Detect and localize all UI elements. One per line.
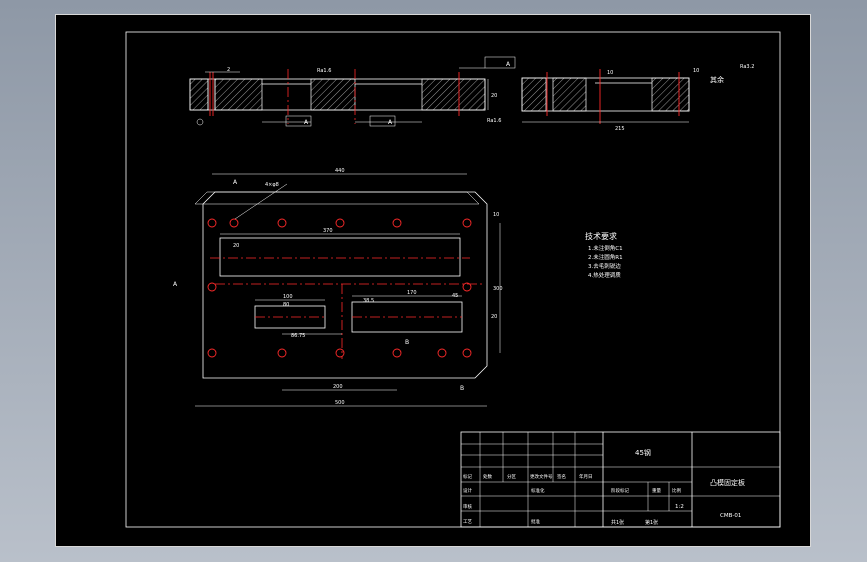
standard-label: 标准化 [531,487,545,494]
tolerance-frame-mid [369,115,396,127]
section-dim-top-left: 2 [227,67,230,73]
section-view: 2 A A A 20 Ra1.6 Ra1.6 [189,56,516,127]
technical-requirements: 技术要求 1.未注倒角C1 2.未注圆角R1 3.去毛刺锐边 4.热处理调质 [585,231,623,279]
tolerance-mid-label: A [388,119,393,126]
top-dim-left-pocket-w: 100 [283,294,293,300]
top-dim-hole-callout: 4×φ8 [265,182,279,188]
title-row-label-5: 签名 [557,473,566,480]
material-text: 45钢 [635,448,651,457]
drawing-frame [125,31,781,528]
title-row-label-4: 更改文件号 [530,473,553,480]
top-dim-right-side: 20 [491,314,497,320]
side-dim-top: 10 [607,70,613,76]
section-dim-thickness: 20 [491,93,497,99]
tech-req-item-2: 2.未注圆角R1 [588,253,623,261]
datum-a-circle [196,118,204,126]
weight-label: 重量 [652,487,661,494]
tech-req-item-3: 3.去毛刺锐边 [588,262,621,270]
top-dim-right-top: 10 [493,212,499,218]
part-name: 凸模固定板 [710,478,745,487]
top-dim-left-pocket-off: 86.75 [291,333,305,339]
top-dim-right-pocket-off: 38.5 [363,298,374,304]
drawing-number: CMB-01 [720,513,741,519]
scale-label: 比例 [672,487,681,494]
title-block: 标记 处数 分区 更改文件号 签名 年月日 设计 标准化 审核 工艺 批准 45… [460,431,781,528]
top-dim-slot-left: 20 [233,243,239,249]
section-roughness: Ra1.6 [487,118,501,124]
top-dim-right-pocket-h: 45 [452,293,458,299]
top-dim-mid-lower: 200 [333,384,343,390]
side-dim-width: 215 [615,126,625,132]
section-mark-a-top: A [233,179,238,186]
tech-req-item-1: 1.未注倒角C1 [588,244,623,252]
top-dim-right-center: 300 [493,286,503,292]
tolerance-frame-top [484,56,516,69]
section-mark-b-bottom: B [460,385,464,392]
top-dim-440: 440 [335,168,345,174]
designer-label: 设计 [463,487,472,494]
sheets-total: 共1张 [611,519,624,526]
tech-req-heading: 技术要求 [585,231,617,241]
top-dim-right-pocket-w: 170 [407,290,417,296]
review-label: 审核 [463,503,472,510]
title-row-label-2: 处数 [483,473,492,480]
title-row-label-6: 年月日 [579,473,593,480]
upper-slot [219,237,461,277]
top-dim-slot-upper: 370 [323,228,333,234]
side-dim-top-right: 10 [693,68,699,74]
side-surface-symbol: Ra3.2 [740,64,754,70]
top-view: 440 4×φ8 10 300 20 370 20 100 80 86.75 1… [173,168,503,407]
stage-label: 阶段标记 [611,487,629,494]
section-mark-b-mid: B [405,339,409,346]
sheet-number: 第1张 [645,519,658,526]
tolerance-frame-left [285,115,312,127]
side-roughness-rest: 其余 [710,75,724,84]
process-label: 工艺 [463,519,472,525]
top-dim-bottom: 500 [335,400,345,406]
title-row-label-1: 标记 [463,473,472,480]
tolerance-left-label: A [304,119,309,126]
scale-value: 1:2 [675,504,684,510]
section-mark-a-left: A [173,281,178,288]
side-view: 215 10 10 Ra3.2 其余 [521,64,754,132]
section-roughness-top: Ra1.6 [317,68,331,74]
approve-label: 批准 [531,518,540,525]
plate-holes [207,218,472,358]
title-row-label-3: 分区 [507,473,516,480]
top-dim-left-pocket-inner: 80 [283,302,289,308]
tech-req-item-4: 4.热处理调质 [588,271,621,279]
datum-label: A [506,61,511,68]
cad-drawing: 2 A A A 20 Ra1.6 Ra1.6 215 10 10 Ra3.2 其… [125,31,781,528]
